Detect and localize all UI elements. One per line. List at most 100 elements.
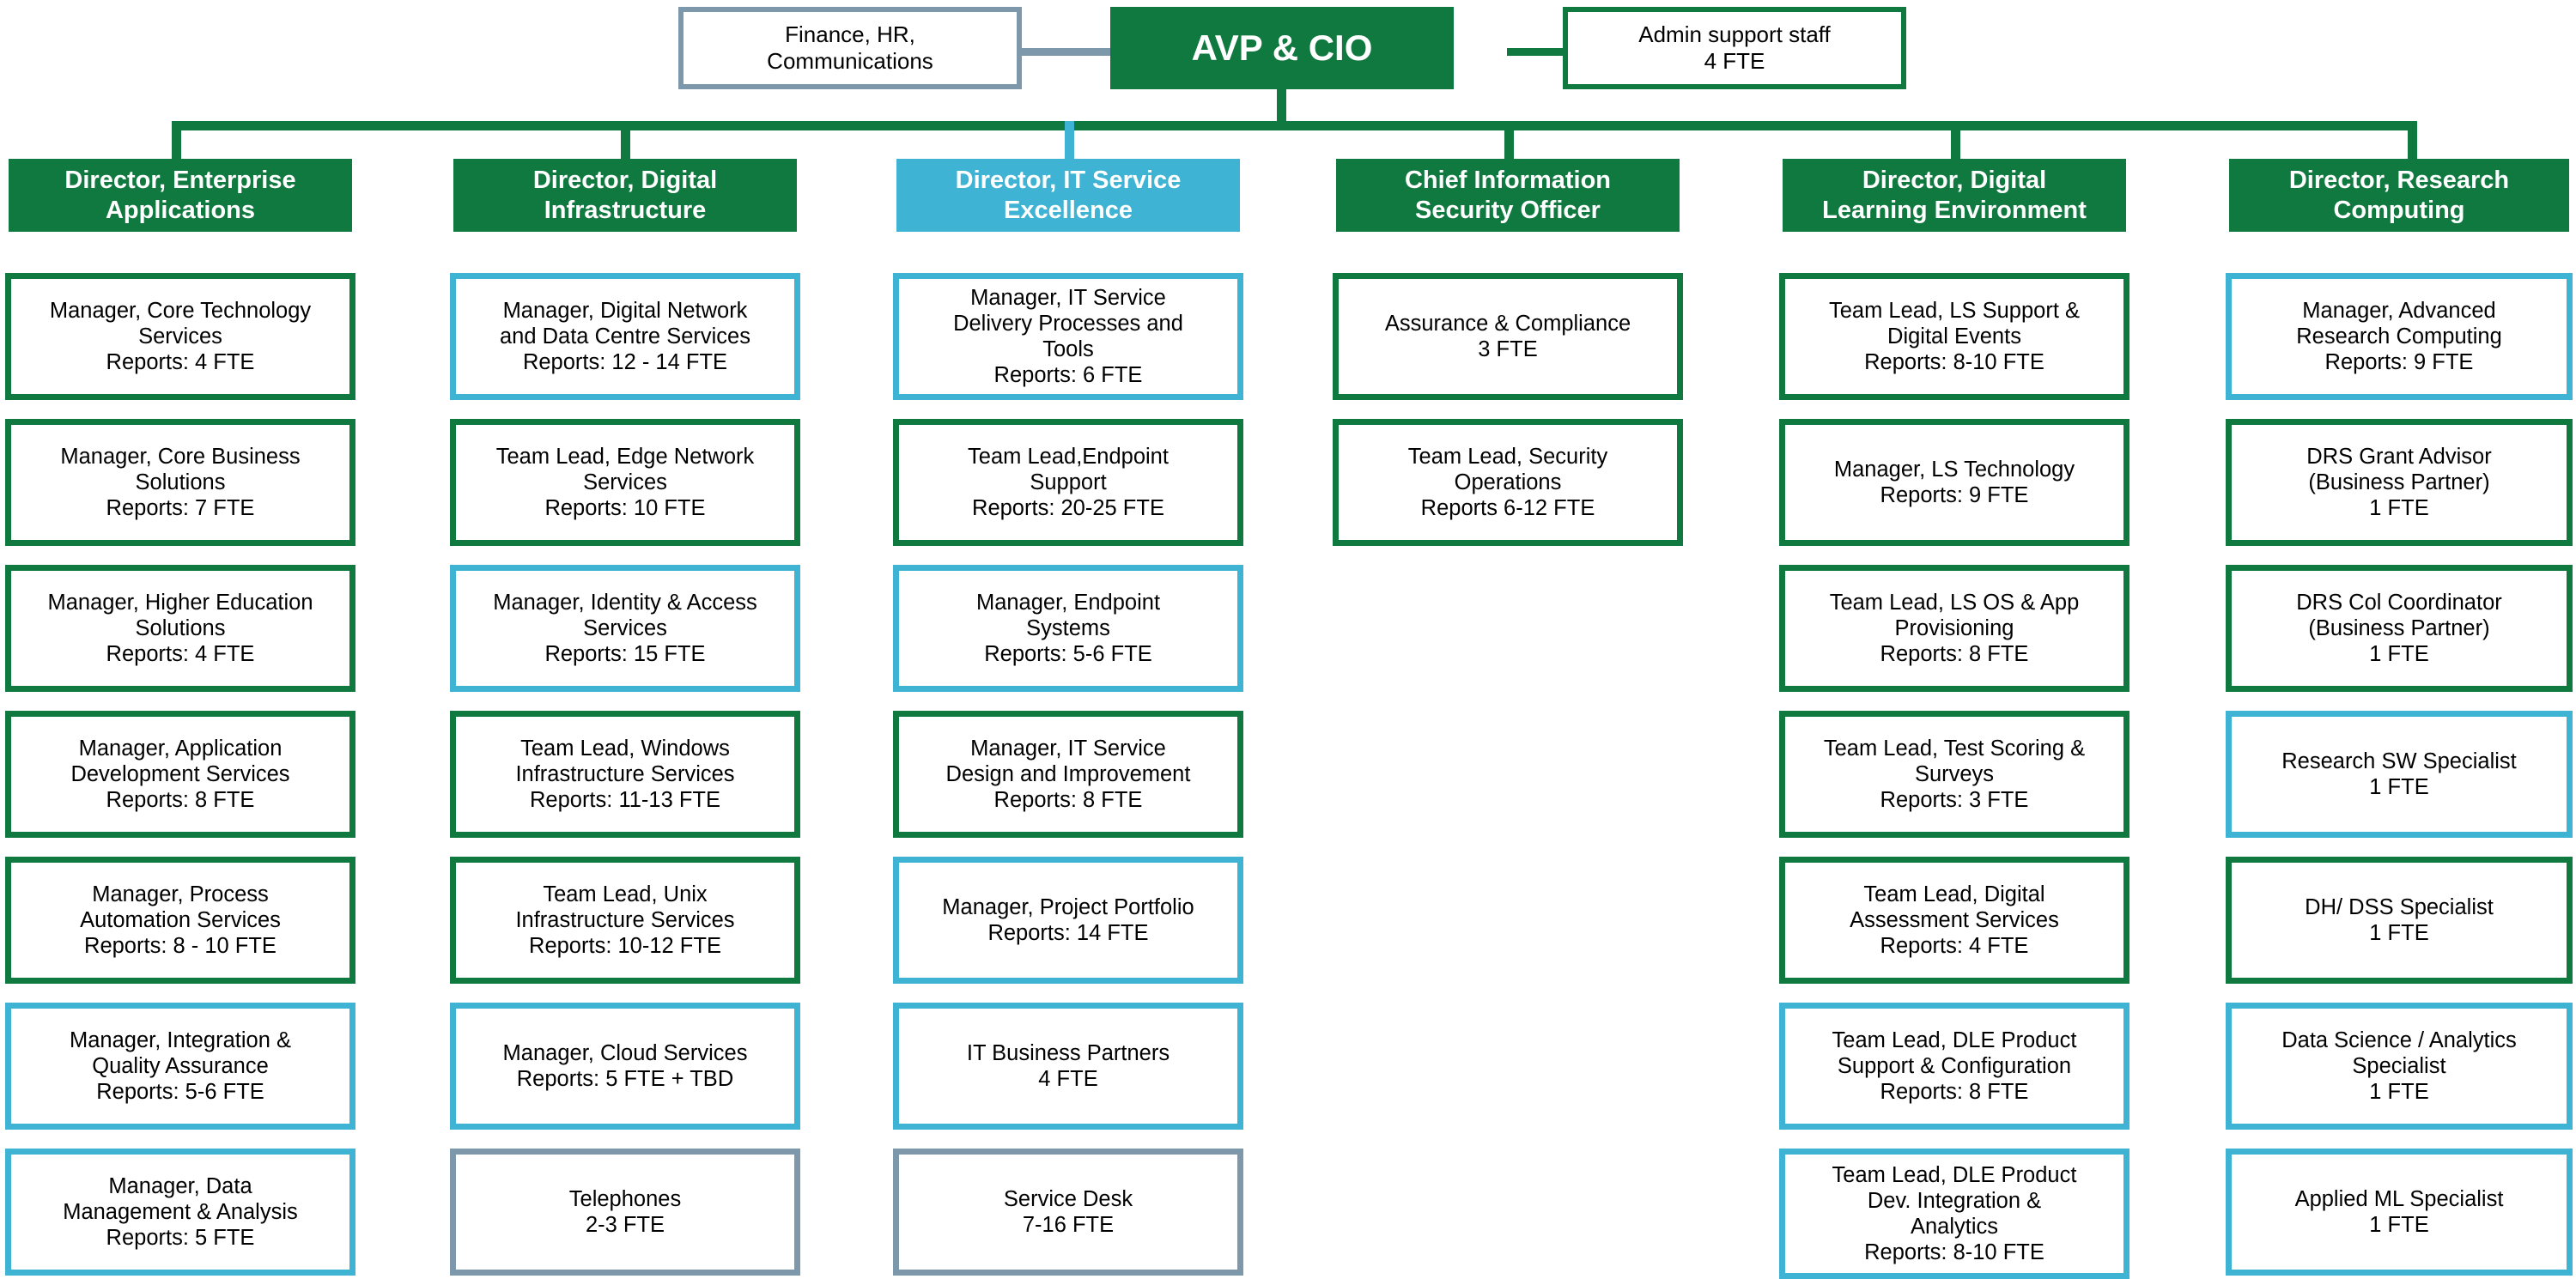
node-label: Manager, Process Automation Services Rep… — [80, 882, 281, 959]
root-box-avp-cio[interactable]: AVP & CIO — [1110, 7, 1454, 89]
node-label: Team Lead, Windows Infrastructure Servic… — [515, 736, 735, 813]
node-label: Manager, Integration & Quality Assurance… — [69, 1027, 291, 1105]
node-box[interactable]: Team Lead, Unix Infrastructure Services … — [450, 857, 800, 984]
node-label: Service Desk 7-16 FTE — [1003, 1186, 1133, 1237]
node-label: Applied ML Specialist 1 FTE — [2294, 1186, 2504, 1237]
node-box[interactable]: Manager, IT Service Delivery Processes a… — [893, 273, 1243, 400]
side-box-admin-support-staff[interactable]: Admin support staff 4 FTE — [1563, 7, 1906, 89]
column-header-digital-learning-environment[interactable]: Director, Digital Learning Environment — [1783, 159, 2126, 232]
connector-finance-to-root — [1018, 48, 1121, 56]
node-label: Team Lead, Security Operations Reports 6… — [1407, 444, 1608, 521]
column-header-enterprise-applications[interactable]: Director, Enterprise Applications — [9, 159, 352, 232]
column-header-label: Director, Enterprise Applications — [64, 167, 296, 224]
node-box[interactable]: Manager, IT Service Design and Improveme… — [893, 711, 1243, 838]
node-box[interactable]: Manager, Identity & Access Services Repo… — [450, 565, 800, 692]
node-box[interactable]: Data Science / Analytics Specialist 1 FT… — [2226, 1003, 2573, 1130]
node-box[interactable]: Team Lead, Digital Assessment Services R… — [1779, 857, 2129, 984]
column-header-label: Director, Digital Learning Environment — [1822, 167, 2087, 224]
node-box[interactable]: Team Lead, LS Support & Digital Events R… — [1779, 273, 2129, 400]
node-box[interactable]: Service Desk 7-16 FTE — [893, 1149, 1243, 1276]
node-box[interactable]: Manager, Core Business Solutions Reports… — [5, 419, 355, 546]
node-label: Manager, Digital Network and Data Centre… — [500, 298, 750, 375]
node-box[interactable]: Team Lead, Windows Infrastructure Servic… — [450, 711, 800, 838]
node-box[interactable]: Telephones 2-3 FTE — [450, 1149, 800, 1276]
node-box[interactable]: DRS Grant Advisor (Business Partner) 1 F… — [2226, 419, 2573, 546]
column-header-label: Director, IT Service Excellence — [955, 167, 1182, 224]
node-label: Manager, Core Technology Services Report… — [49, 298, 312, 375]
connector-drop-col3 — [1065, 121, 1074, 159]
node-label: Team Lead, Unix Infrastructure Services … — [515, 882, 735, 959]
connector-drop-col6 — [2408, 121, 2417, 159]
column-header-label: Chief Information Security Officer — [1404, 167, 1612, 224]
node-box[interactable]: Research SW Specialist 1 FTE — [2226, 711, 2573, 838]
side-box-admin-label: Admin support staff 4 FTE — [1638, 21, 1831, 74]
node-label: Manager, Advanced Research Computing Rep… — [2296, 298, 2502, 375]
node-box[interactable]: Team Lead, Edge Network Services Reports… — [450, 419, 800, 546]
node-label: Manager, Cloud Services Reports: 5 FTE +… — [502, 1040, 748, 1091]
node-box[interactable]: DRS Col Coordinator (Business Partner) 1… — [2226, 565, 2573, 692]
node-label: Assurance & Compliance 3 FTE — [1384, 311, 1631, 361]
node-box[interactable]: Manager, Higher Education Solutions Repo… — [5, 565, 355, 692]
node-box[interactable]: Manager, Data Management & Analysis Repo… — [5, 1149, 355, 1276]
node-label: Team Lead, Digital Assessment Services R… — [1850, 882, 2059, 959]
connector-drop-col4 — [1504, 121, 1514, 159]
node-box[interactable]: DH/ DSS Specialist 1 FTE — [2226, 857, 2573, 984]
node-box[interactable]: Manager, Core Technology Services Report… — [5, 273, 355, 400]
node-label: Manager, Endpoint Systems Reports: 5-6 F… — [975, 590, 1161, 667]
node-label: Data Science / Analytics Specialist 1 FT… — [2281, 1027, 2517, 1105]
root-box-label: AVP & CIO — [1191, 27, 1373, 69]
node-label: Research SW Specialist 1 FTE — [2281, 749, 2517, 799]
side-box-finance-hr-communications[interactable]: Finance, HR, Communications — [678, 7, 1022, 89]
node-box[interactable]: Manager, Application Development Service… — [5, 711, 355, 838]
node-label: Telephones 2-3 FTE — [568, 1186, 682, 1237]
connector-horizontal-bus — [172, 121, 2417, 130]
node-label: Manager, Project Portfolio Reports: 14 F… — [942, 894, 1194, 945]
node-label: DH/ DSS Specialist 1 FTE — [2305, 894, 2494, 945]
column-header-label: Director, Digital Infrastructure — [532, 167, 718, 224]
side-box-finance-label: Finance, HR, Communications — [767, 21, 933, 74]
column-header-it-service-excellence[interactable]: Director, IT Service Excellence — [896, 159, 1240, 232]
node-box[interactable]: Manager, Process Automation Services Rep… — [5, 857, 355, 984]
node-label: Manager, Application Development Service… — [70, 736, 290, 813]
node-box[interactable]: Manager, Integration & Quality Assurance… — [5, 1003, 355, 1130]
node-label: DRS Col Coordinator (Business Partner) 1… — [2296, 590, 2502, 667]
node-label: IT Business Partners 4 FTE — [966, 1040, 1170, 1091]
node-box[interactable]: Team Lead,Endpoint Support Reports: 20-2… — [893, 419, 1243, 546]
node-box[interactable]: Team Lead, Security Operations Reports 6… — [1333, 419, 1683, 546]
node-label: Manager, Core Business Solutions Reports… — [60, 444, 301, 521]
node-label: Team Lead, DLE Product Dev. Integration … — [1832, 1162, 2077, 1265]
node-label: Team Lead, LS Support & Digital Events R… — [1828, 298, 2081, 375]
column-header-digital-infrastructure[interactable]: Director, Digital Infrastructure — [453, 159, 797, 232]
connector-root-down — [1277, 86, 1286, 125]
node-label: Team Lead, DLE Product Support & Configu… — [1832, 1027, 2077, 1105]
node-label: Manager, Data Management & Analysis Repo… — [63, 1173, 298, 1251]
node-label: Manager, IT Service Delivery Processes a… — [953, 285, 1183, 388]
node-box[interactable]: Assurance & Compliance 3 FTE — [1333, 273, 1683, 400]
node-label: Manager, Higher Education Solutions Repo… — [47, 590, 313, 667]
node-label: Team Lead, Edge Network Services Reports… — [495, 444, 755, 521]
node-box[interactable]: Manager, Cloud Services Reports: 5 FTE +… — [450, 1003, 800, 1130]
node-box[interactable]: Manager, Digital Network and Data Centre… — [450, 273, 800, 400]
node-box[interactable]: Team Lead, DLE Product Support & Configu… — [1779, 1003, 2129, 1130]
node-box[interactable]: Manager, Advanced Research Computing Rep… — [2226, 273, 2573, 400]
node-box[interactable]: Team Lead, Test Scoring & Surveys Report… — [1779, 711, 2129, 838]
node-box[interactable]: Applied ML Specialist 1 FTE — [2226, 1149, 2573, 1276]
node-label: Manager, Identity & Access Services Repo… — [493, 590, 757, 667]
node-label: DRS Grant Advisor (Business Partner) 1 F… — [2306, 444, 2492, 521]
node-box[interactable]: Team Lead, DLE Product Dev. Integration … — [1779, 1149, 2129, 1279]
node-label: Team Lead,Endpoint Support Reports: 20-2… — [968, 444, 1169, 521]
node-label: Manager, IT Service Design and Improveme… — [945, 736, 1191, 813]
column-header-research-computing[interactable]: Director, Research Computing — [2229, 159, 2569, 232]
column-header-label: Director, Research Computing — [2288, 167, 2510, 224]
node-label: Team Lead, Test Scoring & Surveys Report… — [1823, 736, 2086, 813]
node-label: Team Lead, LS OS & App Provisioning Repo… — [1829, 590, 2080, 667]
node-box[interactable]: Team Lead, LS OS & App Provisioning Repo… — [1779, 565, 2129, 692]
node-box[interactable]: Manager, Project Portfolio Reports: 14 F… — [893, 857, 1243, 984]
connector-drop-col1 — [172, 121, 181, 159]
connector-drop-col2 — [621, 121, 630, 159]
node-box[interactable]: Manager, Endpoint Systems Reports: 5-6 F… — [893, 565, 1243, 692]
node-box[interactable]: IT Business Partners 4 FTE — [893, 1003, 1243, 1130]
column-header-chief-information-security-officer[interactable]: Chief Information Security Officer — [1336, 159, 1680, 232]
node-box[interactable]: Manager, LS Technology Reports: 9 FTE — [1779, 419, 2129, 546]
